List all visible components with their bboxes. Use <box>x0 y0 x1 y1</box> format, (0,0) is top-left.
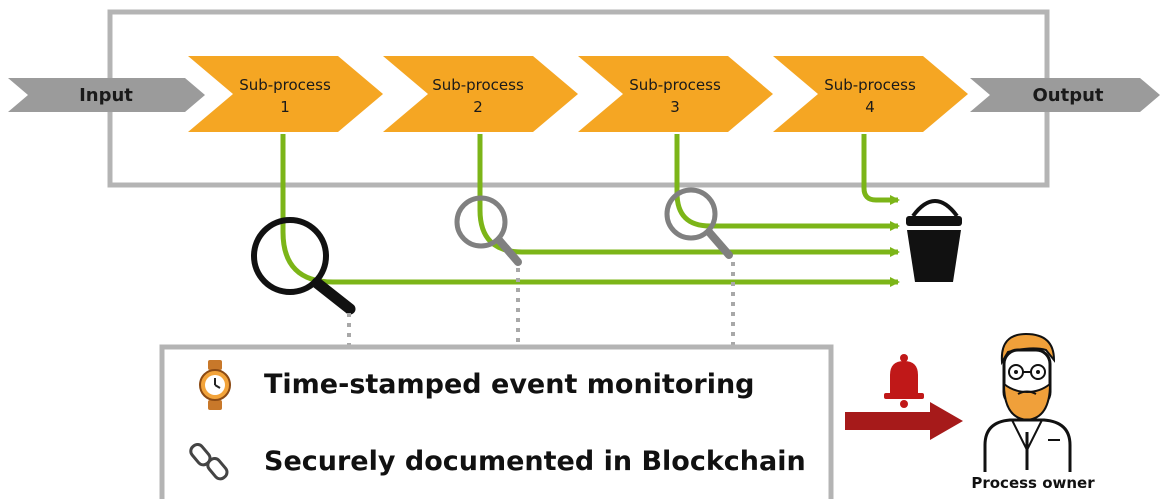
flow-line-4 <box>861 134 900 205</box>
watch-icon <box>199 360 231 410</box>
bucket-icon <box>906 199 962 282</box>
subprocess-1: Sub-process 1 <box>188 56 383 132</box>
flow-line-1 <box>280 134 900 287</box>
subprocess-1-title: Sub-process <box>239 76 331 94</box>
subprocess-4-title: Sub-process <box>824 76 916 94</box>
process-owner-icon <box>983 332 1072 472</box>
input-arrow: Input <box>8 78 205 112</box>
subprocess-3-title: Sub-process <box>629 76 721 94</box>
dotted-connectors <box>347 262 735 346</box>
flow-line-2 <box>477 134 900 257</box>
output-label: Output <box>1032 85 1103 106</box>
alert-arrow <box>845 402 963 440</box>
subprocess-3: Sub-process 3 <box>578 56 773 132</box>
subprocess-4-number: 4 <box>865 98 875 116</box>
info-box <box>159 344 834 499</box>
info-item-blockchain: Securely documented in Blockchain <box>264 446 806 477</box>
subprocess-3-number: 3 <box>670 98 680 116</box>
output-arrow: Output <box>970 78 1160 112</box>
magnifier-medium-icon <box>454 195 522 266</box>
subprocess-2-number: 2 <box>473 98 483 116</box>
input-label: Input <box>79 85 133 106</box>
subprocess-2: Sub-process 2 <box>383 56 578 132</box>
bell-icon <box>884 354 924 408</box>
info-item-monitoring: Time-stamped event monitoring <box>264 369 755 400</box>
subprocess-2-title: Sub-process <box>432 76 524 94</box>
magnifier-small-icon <box>664 187 733 259</box>
chain-link-icon <box>189 443 229 481</box>
process-owner-label: Process owner <box>971 474 1095 492</box>
monitoring-flows <box>280 134 900 287</box>
subprocess-1-number: 1 <box>280 98 290 116</box>
magnifier-large-icon <box>251 217 356 315</box>
subprocess-4: Sub-process 4 <box>773 56 968 132</box>
